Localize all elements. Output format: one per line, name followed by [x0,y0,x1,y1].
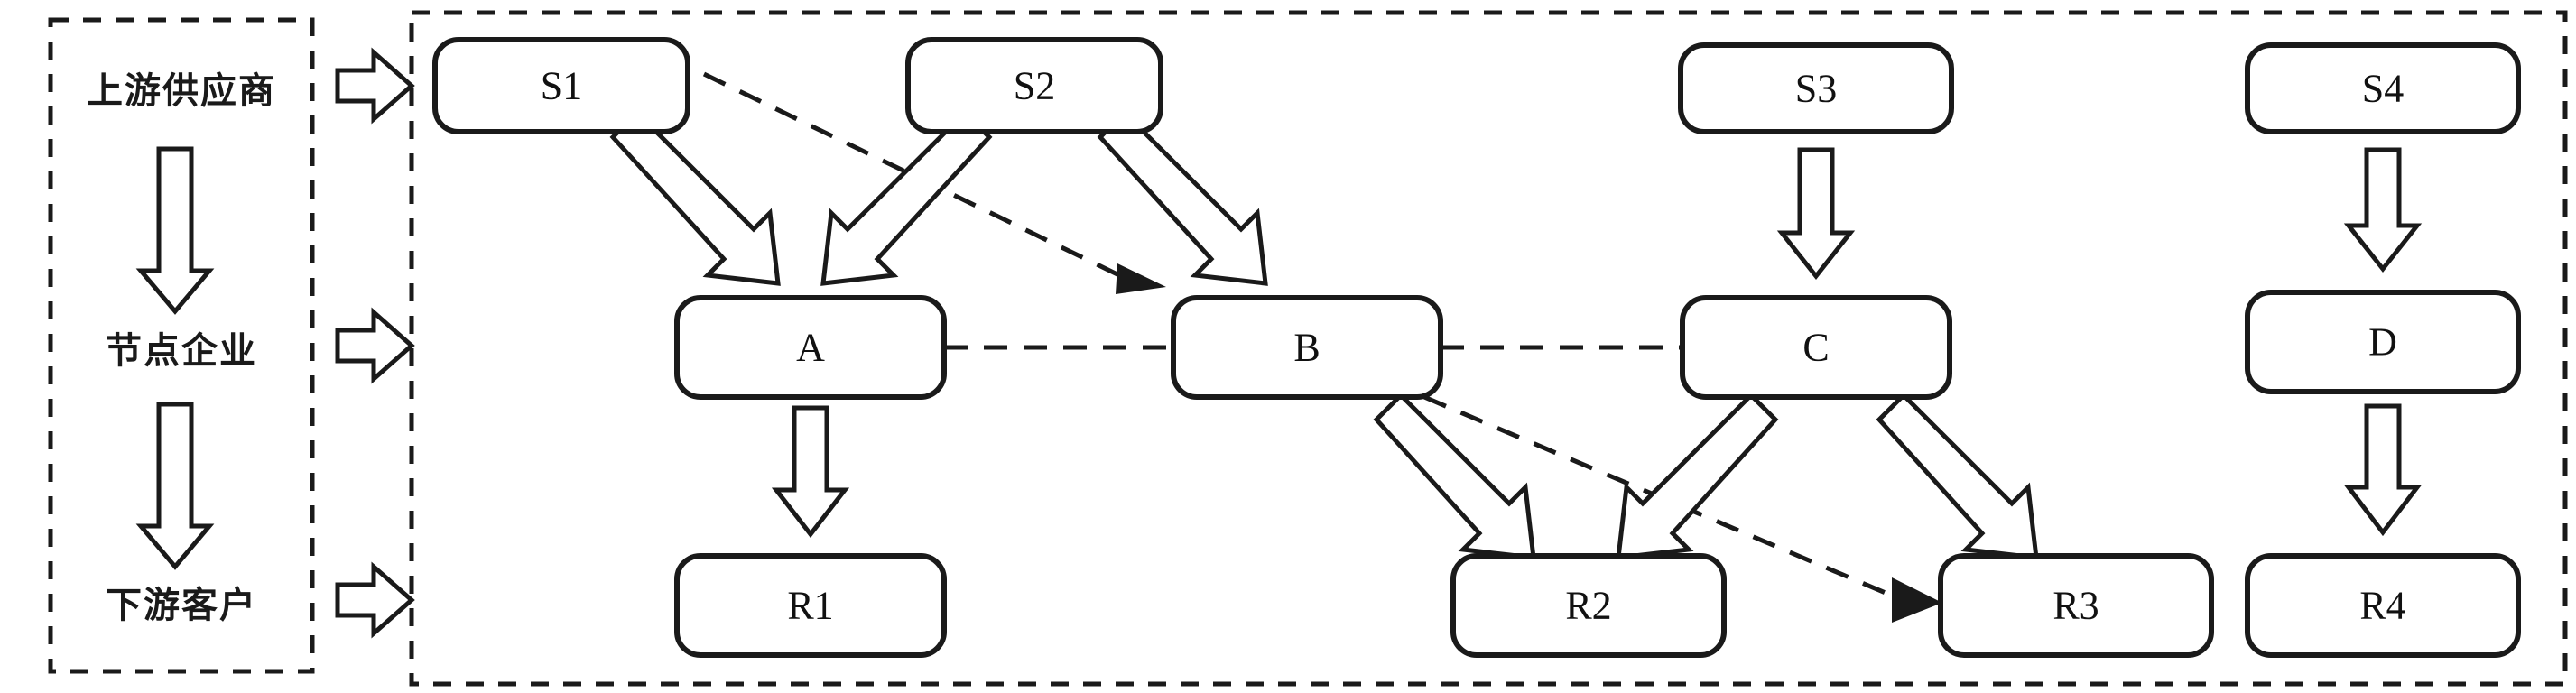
node-box-B[interactable] [1171,295,1443,400]
node-box-R3[interactable] [1938,553,2214,658]
block-arrow-D-R4 [2343,403,2423,537]
legend-arrow-node-to-downstream [135,402,215,570]
block-arrow-C-R2 [1616,392,1779,560]
block-arrow-B-R2 [1373,392,1536,560]
node-box-C[interactable] [1680,295,1952,400]
block-arrow-S2-B [1097,109,1268,286]
block-arrow-S1-A [609,109,781,286]
legend-panel-border [48,17,315,674]
arrowhead-solid-triangle-B-R3 [1892,578,1942,623]
arrowhead-solid-triangle-S1-B [1116,263,1166,294]
legend-label-upstream: 上游供应商 [87,70,276,112]
block-arrow-C-R3 [1876,392,2039,560]
block-arrow-A-R1 [771,405,850,539]
node-box-R1[interactable] [674,553,947,658]
node-box-R2[interactable] [1450,553,1727,658]
block-arrow-S3-C [1776,147,1856,281]
node-box-D[interactable] [2245,290,2521,394]
node-box-A[interactable] [674,295,947,400]
block-arrow-S4-D [2343,147,2423,273]
legend-pointer-downstream [335,561,415,639]
legend-pointer-node [335,307,415,384]
node-box-R4[interactable] [2245,553,2521,658]
dashed-link-S1-B [702,71,1166,294]
legend-pointer-upstream [335,47,415,125]
block-arrow-S2-A [820,109,993,286]
legend-label-node: 节点企业 [106,330,257,372]
node-box-S1[interactable] [432,37,690,134]
node-box-S2[interactable] [905,37,1163,134]
node-box-S4[interactable] [2245,42,2521,134]
legend-label-downstream: 下游客户 [106,585,257,626]
legend-arrow-upstream-to-node [135,146,215,315]
node-box-S3[interactable] [1678,42,1954,134]
